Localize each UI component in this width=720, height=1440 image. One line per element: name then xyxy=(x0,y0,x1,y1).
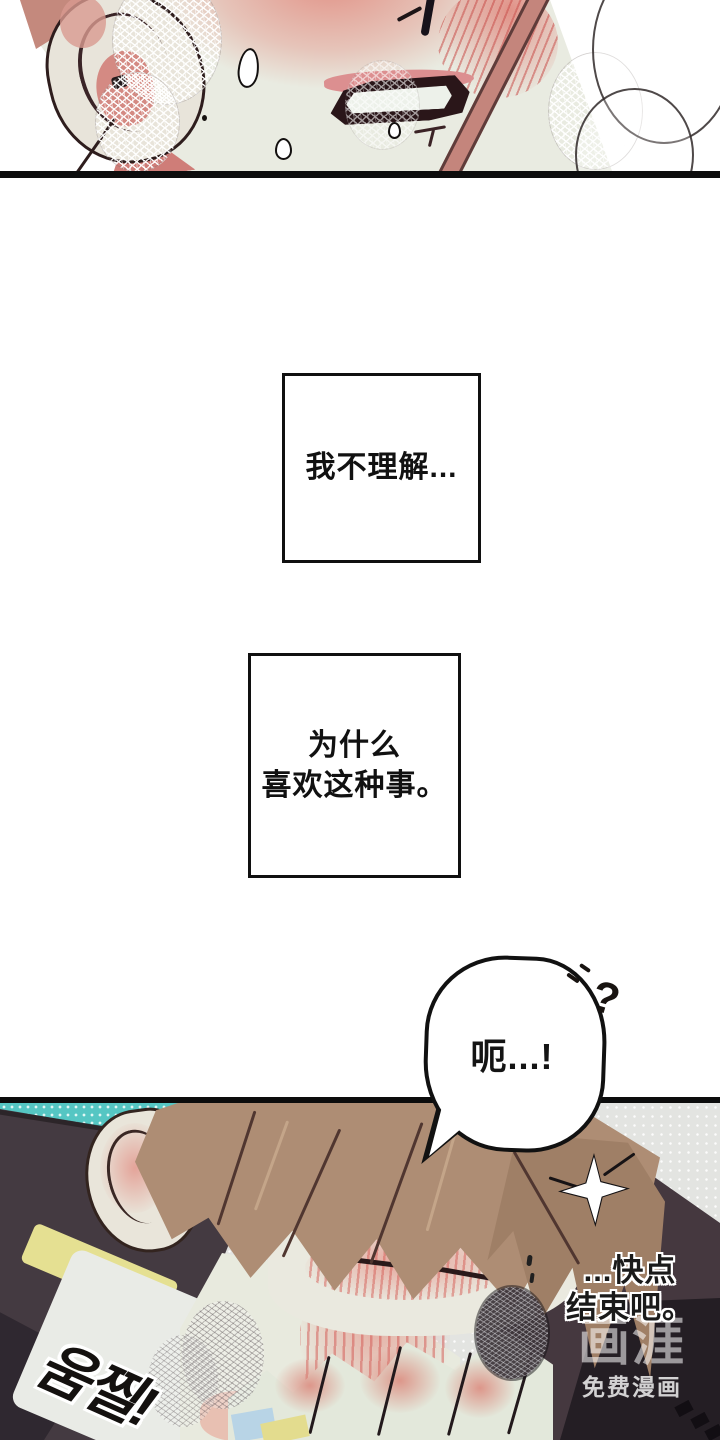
watermark-logo: 画涯 xyxy=(577,1314,686,1372)
narration-box-2: 为什么 喜欢这种事。 xyxy=(248,653,461,878)
sweat-drop-icon xyxy=(388,122,401,139)
speech-text: 呃...! xyxy=(470,1036,554,1077)
inner-monologue: ...快点 结束吧。 xyxy=(552,1252,708,1326)
sweat-dot xyxy=(202,115,207,121)
scribble-ball-light xyxy=(148,1335,218,1427)
flutter-dash xyxy=(578,962,592,974)
watermark: 画涯 免费漫画 xyxy=(552,1314,712,1402)
crosshatch-bubble xyxy=(95,72,180,171)
chin-line-2 xyxy=(427,128,436,148)
scribble-ball-dark xyxy=(476,1287,548,1379)
monologue-line-2: 结束吧。 xyxy=(566,1290,694,1325)
question-mark: ? xyxy=(585,971,626,1026)
sweat-drop-icon xyxy=(275,138,292,160)
narration-box-1: 我不理解... xyxy=(282,373,481,563)
narration-text-2-line1: 为什么 xyxy=(308,728,401,762)
crosshatch-bubble xyxy=(345,60,420,150)
panel-bottom-scene xyxy=(0,1097,720,1440)
narration-text-2-line2: 喜欢这种事。 xyxy=(261,768,448,802)
monologue-line-1: ...快点 xyxy=(583,1253,677,1288)
scribble-ball-light xyxy=(182,1301,264,1409)
narration-text-1: 我不理解... xyxy=(305,451,458,484)
chin-line xyxy=(413,125,447,134)
panel-top-face-closeup xyxy=(0,0,720,178)
knuckle-blush xyxy=(275,1358,345,1413)
knuckle-blush xyxy=(360,1348,440,1413)
watermark-tagline: 免费漫画 xyxy=(582,1374,682,1400)
ear-top-blush xyxy=(60,0,106,48)
